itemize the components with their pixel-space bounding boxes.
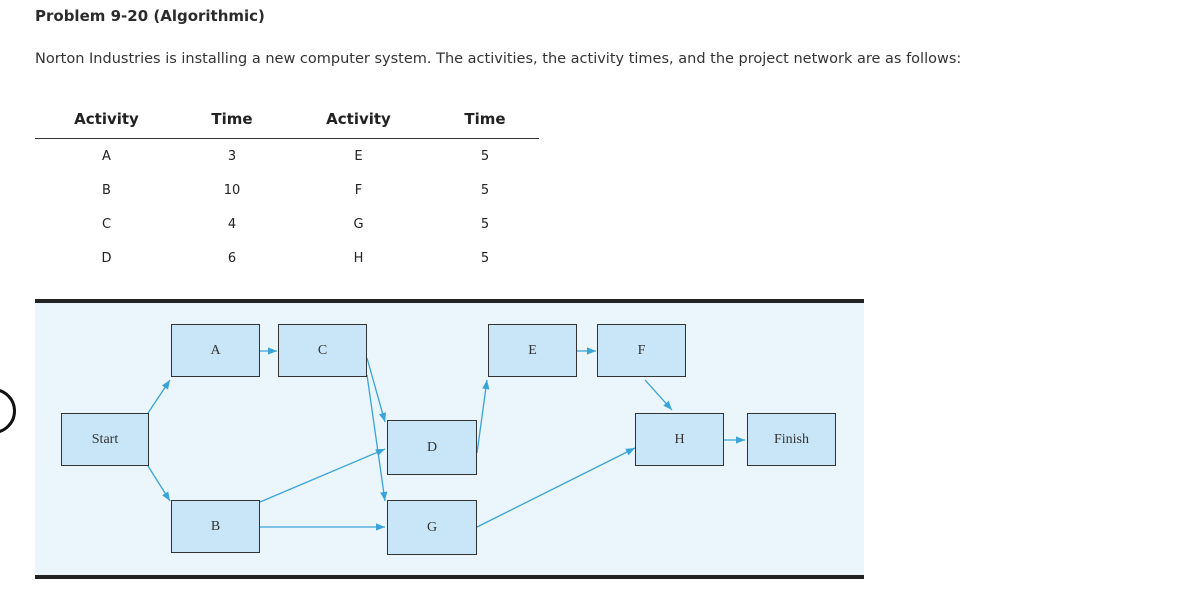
node-c: C: [278, 324, 367, 377]
arrow-start-to-b: [147, 465, 171, 502]
arrow-g-to-h: [476, 447, 636, 528]
time-cell: 5: [480, 250, 490, 266]
arrow-f-to-h: [644, 379, 673, 411]
network-arrows: [147, 347, 745, 531]
activity-cell: C: [101, 216, 112, 232]
activity-cell: H: [353, 250, 364, 266]
time-cell: 10: [223, 182, 241, 198]
header-time: Time: [431, 100, 539, 139]
table-row: C 4 G 5: [35, 207, 539, 241]
node-e: E: [488, 324, 577, 377]
time-cell: 5: [480, 216, 490, 232]
activity-cell: G: [353, 216, 364, 232]
table-row: A 3 E 5: [35, 139, 539, 174]
project-network-diagram: Start A C B D G E F H Finish: [35, 299, 864, 579]
header-time: Time: [178, 100, 286, 139]
problem-title: Problem 9-20 (Algorithmic): [35, 7, 265, 25]
header-activity: Activity: [286, 100, 431, 139]
arrow-c-to-g: [366, 374, 388, 502]
node-d: D: [387, 420, 477, 475]
node-b: B: [171, 500, 260, 553]
problem-intro: Norton Industries is installing a new co…: [35, 51, 962, 67]
activity-cell: A: [102, 148, 111, 164]
arrow-c-to-d: [366, 357, 387, 423]
table-header-row: Activity Time Activity Time: [35, 100, 539, 139]
node-g: G: [387, 500, 477, 555]
activity-time-table: Activity Time Activity Time A 3 E 5 B 10…: [35, 100, 539, 275]
time-cell: 3: [227, 148, 237, 164]
activity-cell: B: [102, 182, 111, 198]
arrow-b-to-d: [259, 448, 386, 503]
activity-cell: E: [354, 148, 363, 164]
time-cell: 6: [227, 250, 237, 266]
table-row: B 10 F 5: [35, 173, 539, 207]
time-cell: 5: [480, 148, 490, 164]
arrow-d-to-e: [476, 379, 490, 454]
header-activity: Activity: [35, 100, 178, 139]
node-f: F: [597, 324, 686, 377]
node-h: H: [635, 413, 724, 466]
time-cell: 5: [480, 182, 490, 198]
activity-cell: F: [354, 182, 363, 198]
time-cell: 4: [227, 216, 237, 232]
arrow-start-to-a: [147, 379, 171, 414]
partial-circle-icon: [0, 388, 16, 434]
node-a: A: [171, 324, 260, 377]
activity-cell: D: [101, 250, 112, 266]
table-row: D 6 H 5: [35, 241, 539, 275]
node-finish: Finish: [747, 413, 836, 466]
node-start: Start: [61, 413, 149, 466]
